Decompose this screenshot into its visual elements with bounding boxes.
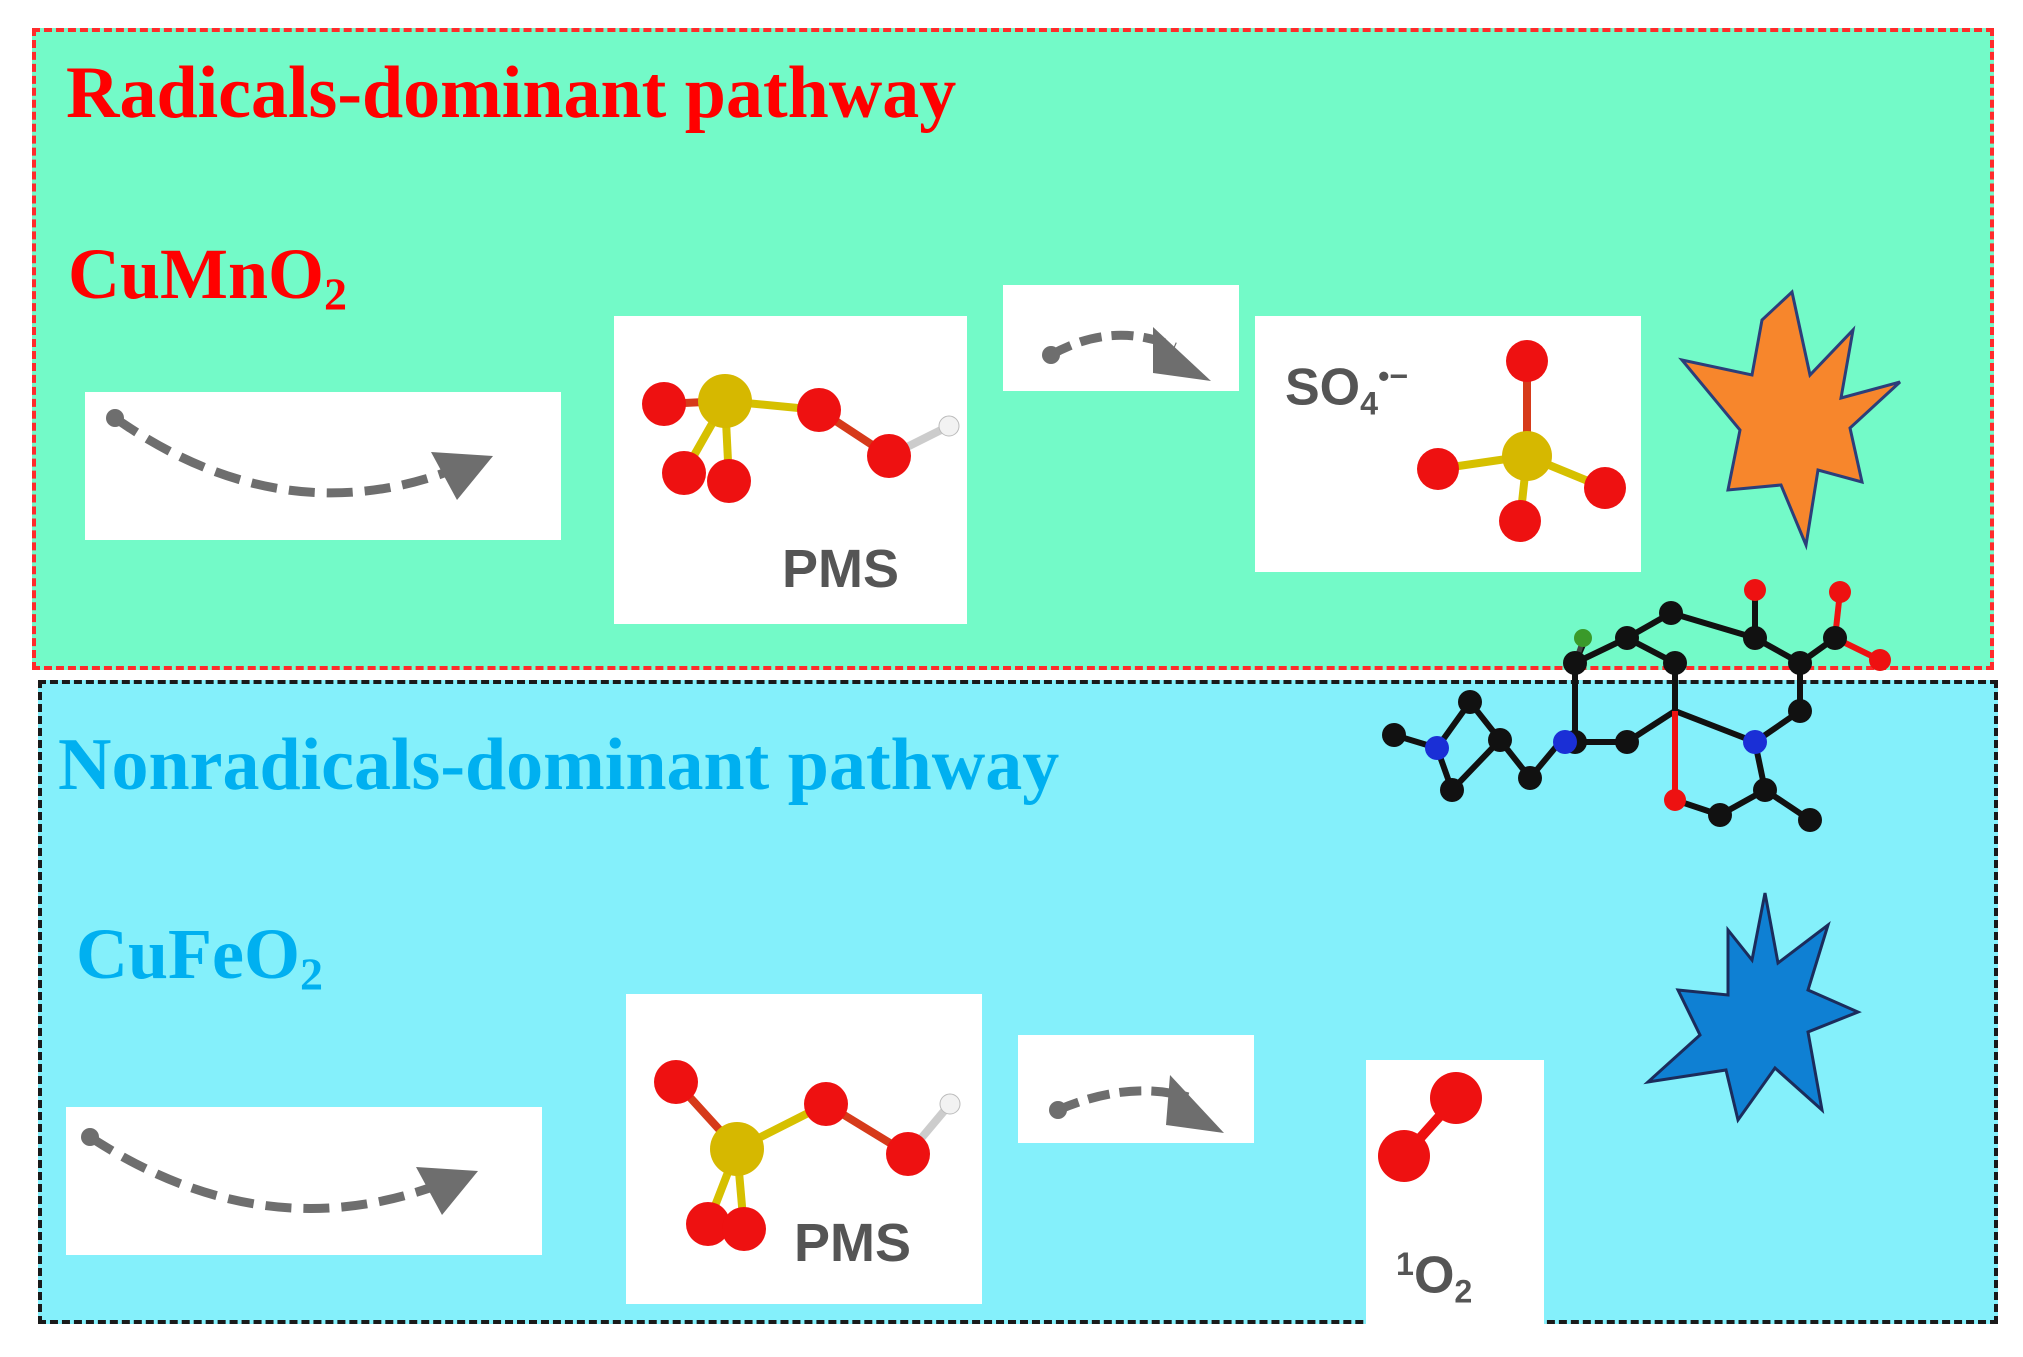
singlet-oxygen-label: 1O2 [1396,1248,1472,1308]
radical-pathway-title: Radicals-dominant pathway [66,52,957,134]
catalyst-activation-arrow-card [85,392,561,540]
dashed-curved-arrow-icon [106,409,493,500]
sulfate-radical-charge: •− [1378,358,1409,394]
radical-catalyst-subscript: 2 [324,268,348,320]
sulfate-radical-molecule-icon [1417,340,1626,542]
pms-molecule-card: PMS [614,316,967,624]
pms-label-2: PMS [794,1213,912,1273]
singlet-oxygen-card: 1O2 [1366,1060,1544,1324]
pms-label: PMS [782,539,900,599]
pms-molecule-card-2: PMS [626,994,982,1304]
sulfate-subscript: 4 [1360,385,1379,422]
singlet-oxygen-superscript: 1 [1396,1246,1414,1282]
sulfate-radical-label: SO4•− [1285,360,1408,420]
nonradical-pathway-title: Nonradicals-dominant pathway [58,724,1060,806]
dashed-curved-arrow-icon [1049,1075,1224,1133]
catalyst-activation-arrow-card-2 [66,1107,542,1255]
pms-activation-arrow-card [1003,285,1239,391]
nonradical-catalyst-formula: CuFeO [76,914,300,994]
dashed-curved-arrow-icon [1042,327,1211,381]
nonradical-catalyst-label: CuFeO2 [76,918,323,998]
pms-activation-arrow-card-2 [1018,1035,1254,1143]
pms-molecule-icon [642,374,960,503]
radical-catalyst-label: CuMnO2 [68,238,347,318]
singlet-oxygen-subscript: 2 [1454,1273,1473,1310]
sulfate-formula: SO [1285,358,1361,417]
singlet-oxygen-formula: O [1413,1246,1455,1305]
dashed-curved-arrow-icon [81,1128,478,1215]
pms-molecule-icon [654,1060,961,1251]
sulfate-radical-card: SO4•− [1255,316,1641,572]
radical-catalyst-formula: CuMnO [68,234,325,314]
nonradical-catalyst-subscript: 2 [299,948,323,1000]
singlet-oxygen-molecule-icon [1378,1072,1482,1182]
